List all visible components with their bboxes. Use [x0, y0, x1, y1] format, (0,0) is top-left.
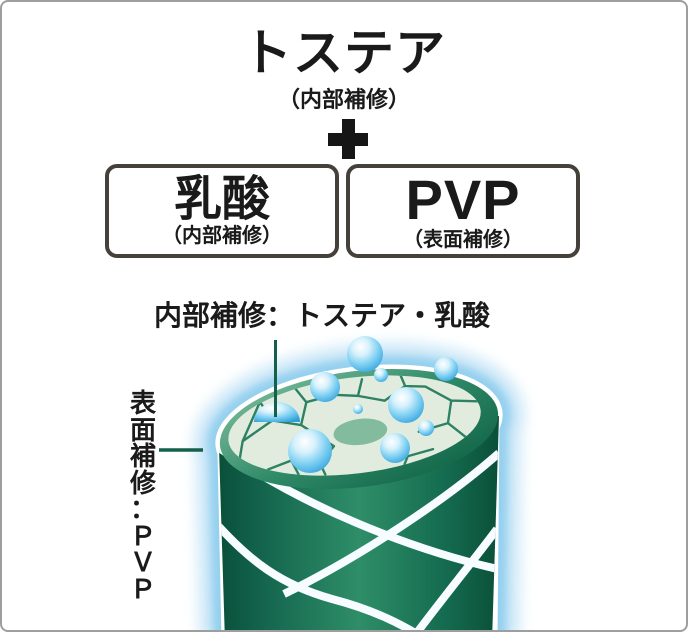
ingredient-box-pvp: PVP （表面補修）: [346, 164, 580, 258]
moisture-bubble: [347, 336, 383, 372]
medulla: [333, 418, 388, 446]
title-note: （内部補修）: [277, 87, 410, 112]
moisture-bubble: [388, 387, 424, 423]
moisture-bubble: [374, 368, 388, 382]
surface-label-char: Ｐ: [129, 573, 156, 604]
internal-repair-label: 内部補修：トステア・乳酸: [153, 300, 491, 331]
moisture-bubble: [310, 372, 340, 402]
surface-label-char: Ｐ: [129, 520, 156, 551]
surface-label-char: 修: [129, 467, 156, 498]
cuticle-stripe: [282, 450, 499, 598]
moisture-bubble: [380, 433, 410, 463]
moisture-bubble: [288, 429, 332, 473]
plus-symbol-text: ＋: [328, 119, 329, 120]
cuticle-stripe: [219, 517, 433, 630]
moisture-bubble: [434, 357, 458, 381]
surface-label-char: Ｖ: [129, 547, 156, 578]
ingredient-note: （内部補修）: [162, 225, 282, 247]
page-title: トステア: [242, 25, 446, 81]
ingredient-boxes: 乳酸 （内部補修） PVP （表面補修）: [105, 164, 580, 258]
surface-label-char: 表: [129, 388, 156, 419]
moisture-bubbles: [254, 336, 458, 473]
surface-label-char: ：: [129, 494, 156, 525]
moisture-bubble: [418, 420, 434, 436]
ingredient-note: （表面補修）: [403, 229, 523, 251]
ingredient-name: 乳酸: [173, 173, 270, 226]
plus-symbol: ＋: [328, 119, 368, 159]
moisture-bubble: [353, 404, 363, 414]
ingredient-name: PVP: [405, 168, 521, 231]
ingredient-box-lactic-acid: 乳酸 （内部補修）: [105, 164, 339, 258]
cuticle-stripe: [406, 526, 499, 630]
surface-label-char: 面: [129, 414, 156, 445]
surface-label-char: 補: [129, 441, 156, 472]
